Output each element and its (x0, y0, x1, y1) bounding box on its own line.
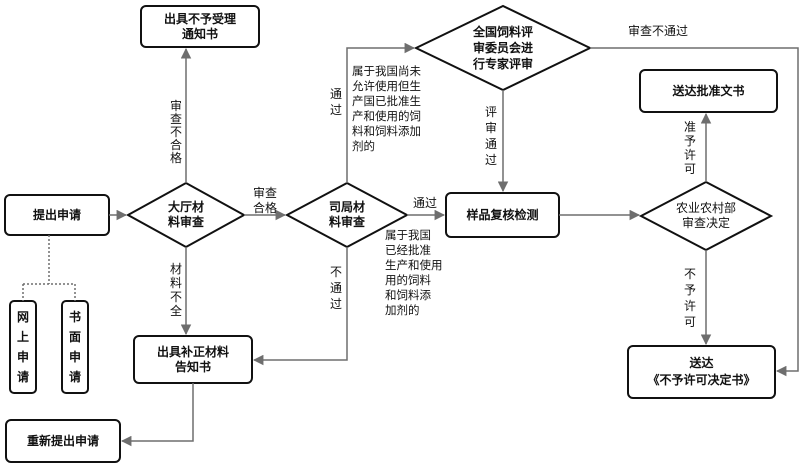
dashed-submit-methods (22, 235, 76, 301)
label-approved-feed-note: 属于我国 已经批准 生产和使用 用的饲料 和饲料添 加剂的 (385, 228, 443, 317)
label-pass-to-expert: 通过 (329, 87, 342, 117)
label-review-pass: 审查 合格 (252, 186, 277, 215)
not-accept-box (140, 5, 260, 48)
online-text: 网上申请 (16, 310, 29, 384)
send-refusal-text: 送达 《不予许可决定书》 (647, 356, 756, 387)
expert-review-text: 全国饲料评 审委员会进 行专家评审 (472, 25, 533, 71)
resubmit-box (5, 419, 121, 463)
ministry-decision-text: 农业农村部 审查决定 (675, 201, 736, 230)
send-approval-text: 送达批准文书 (672, 83, 745, 98)
label-new-feed-note: 属于我国尚未 允许使用但生 产国已批准生 产和使用的饲 料和饲料添加 剂的 (352, 64, 421, 153)
label-not-pass: 不通过 (329, 265, 342, 311)
label-review-not-pass: 审查不通过 (628, 24, 689, 38)
label-review-fail: 审查不合格 (169, 99, 182, 165)
hall-review-text: 大厅材 料审查 (167, 200, 204, 229)
arrow-expert-refusal (590, 47, 799, 377)
bureau-review-text: 司局材 料审查 (328, 200, 365, 229)
submit-text: 提出申请 (32, 207, 81, 222)
paper-text: 书面申请 (68, 310, 81, 384)
not-accept-text: 出具不予受理 通知书 (163, 11, 236, 41)
ministry-decision-diamond (638, 180, 774, 252)
arrow-bureau-supplement (252, 247, 348, 366)
label-materials-incomplete: 材料不全 (169, 262, 182, 318)
arrow-supplement-resubmit (120, 383, 194, 447)
label-grant: 准予许可 (683, 120, 696, 176)
send-refusal-box (627, 345, 776, 399)
label-pass-to-test: 通过 (412, 196, 437, 210)
send-approval-box (639, 69, 778, 113)
supplement-text: 出具补正材料 告知书 (156, 344, 229, 374)
label-deny: 不予许可 (683, 267, 696, 329)
arrow-bureau-expert (346, 42, 416, 183)
resubmit-text: 重新提出申请 (26, 433, 99, 448)
sample-test-text: 样品复核检测 (466, 207, 539, 222)
label-review-pass-down: 评审通过 (484, 105, 497, 167)
